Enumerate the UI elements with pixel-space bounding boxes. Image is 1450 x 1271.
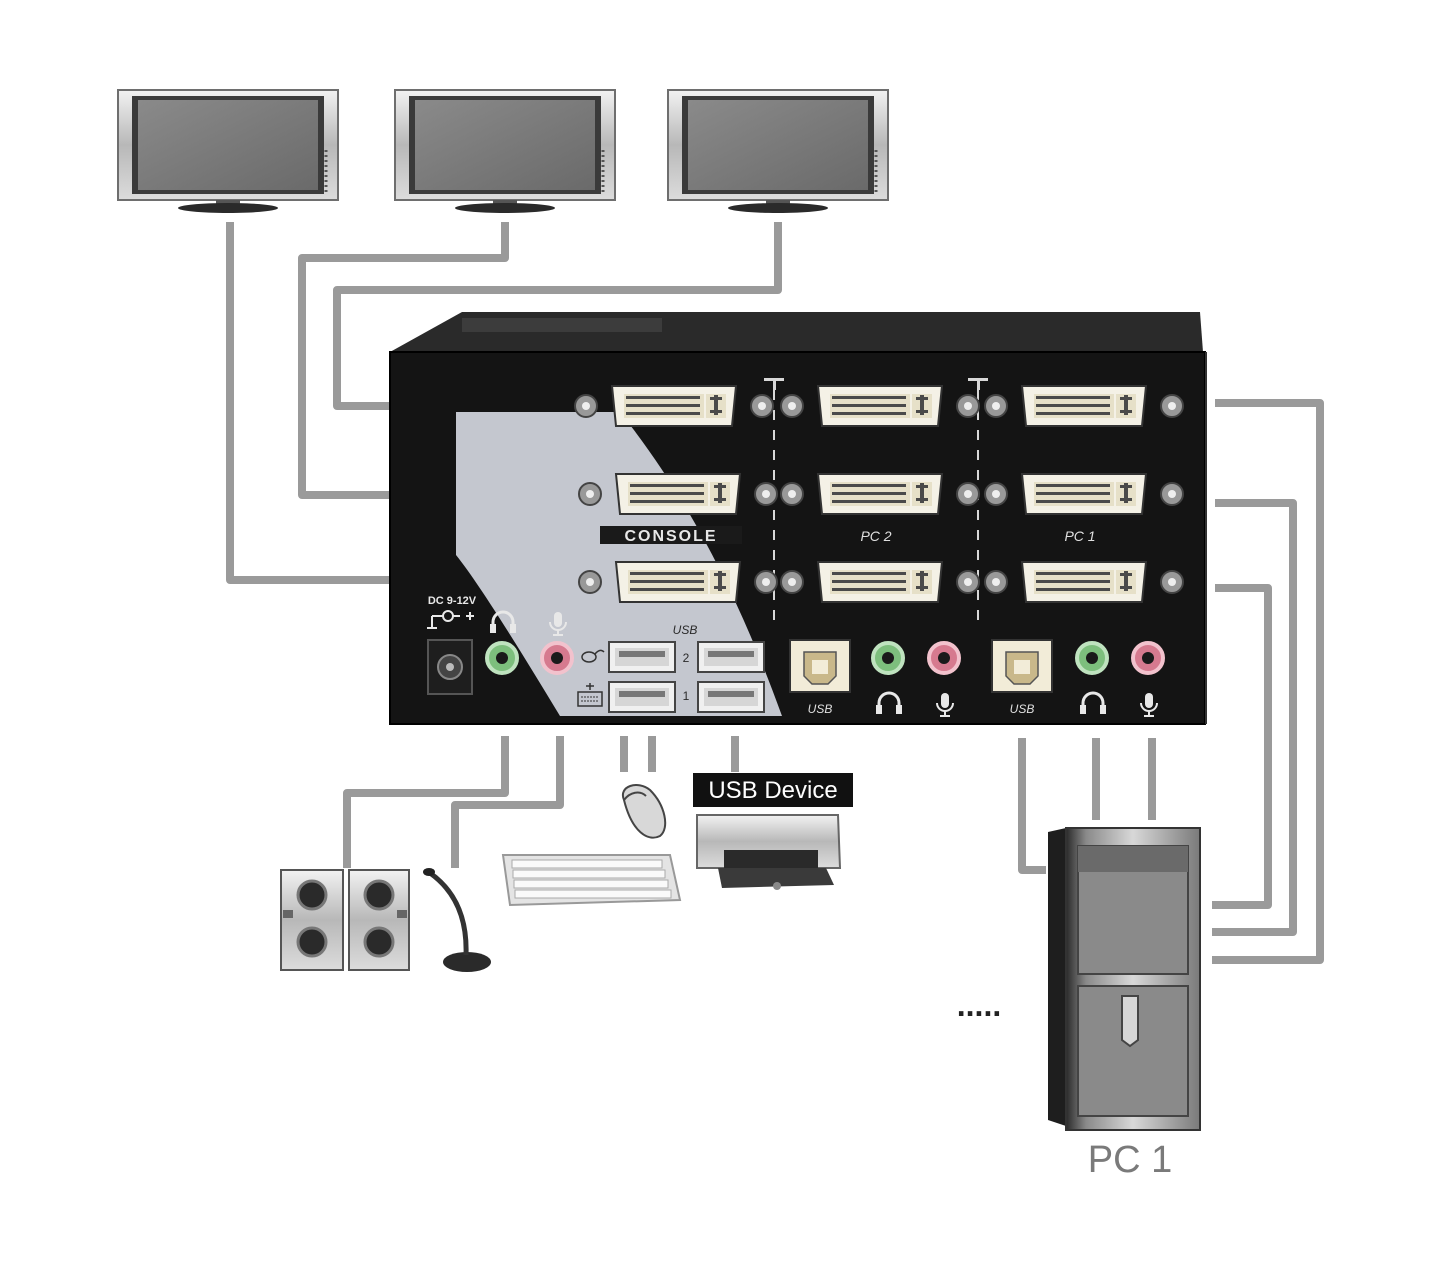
usb-b-port-icon bbox=[789, 639, 851, 693]
usb-row-1-label: 1 bbox=[683, 689, 690, 703]
usb-device-label-bg bbox=[693, 773, 853, 807]
usb-hub-label: USB bbox=[673, 623, 698, 637]
usb-b-port-icon bbox=[991, 639, 1053, 693]
console-label: CONSOLE bbox=[624, 528, 717, 545]
monitor-icon bbox=[666, 88, 890, 215]
pc1-label: PC 1 bbox=[1064, 528, 1095, 544]
cable-pc-dvi-2 bbox=[1212, 499, 1297, 936]
monitor-icon bbox=[116, 88, 340, 215]
usb-a-port-icon bbox=[608, 641, 676, 673]
keyboard-icon bbox=[501, 854, 682, 907]
more-pcs-indicator: ..... bbox=[957, 987, 1001, 1023]
cable-pc-dvi-3 bbox=[1212, 584, 1272, 909]
audio-in-jack bbox=[927, 641, 961, 675]
power-icon bbox=[427, 610, 474, 629]
audio-in-jack bbox=[1131, 641, 1165, 675]
cable-speaker bbox=[343, 736, 509, 868]
printer-icon bbox=[696, 814, 842, 890]
pc-label: PC 1 bbox=[1088, 1139, 1172, 1181]
mouse-port-icon bbox=[581, 649, 605, 663]
monitor-icon bbox=[393, 88, 617, 215]
microphone-icon bbox=[423, 868, 491, 972]
mouse-icon bbox=[621, 784, 667, 839]
pc2-usb-label: USB bbox=[808, 702, 833, 716]
cable-pc-dvi-1 bbox=[1212, 399, 1324, 964]
keyboard-port-icon bbox=[577, 683, 603, 707]
usb-a-port-icon bbox=[608, 681, 676, 713]
cable-pc-usb bbox=[1018, 738, 1046, 874]
power-label: DC 9-12V bbox=[428, 595, 477, 607]
pc2-label: PC 2 bbox=[860, 528, 891, 544]
usb-device-label: USB Device bbox=[708, 777, 837, 804]
pc-tower-icon bbox=[1048, 827, 1201, 1131]
audio-in-jack bbox=[540, 641, 574, 675]
kvm-switch: CONSOLE PC 2 PC 1 DC 9-12V USB 2 1 bbox=[389, 312, 1207, 725]
cables bbox=[226, 222, 1324, 964]
usb-a-port-icon bbox=[697, 641, 765, 673]
cable-microphone bbox=[451, 736, 564, 868]
pc1-usb-label: USB bbox=[1010, 702, 1035, 716]
audio-out-jack bbox=[871, 641, 905, 675]
speaker-icon bbox=[280, 869, 410, 971]
audio-out-jack bbox=[1075, 641, 1109, 675]
usb-row-2-label: 2 bbox=[683, 651, 690, 665]
usb-a-port-icon bbox=[697, 681, 765, 713]
audio-out-jack bbox=[485, 641, 519, 675]
